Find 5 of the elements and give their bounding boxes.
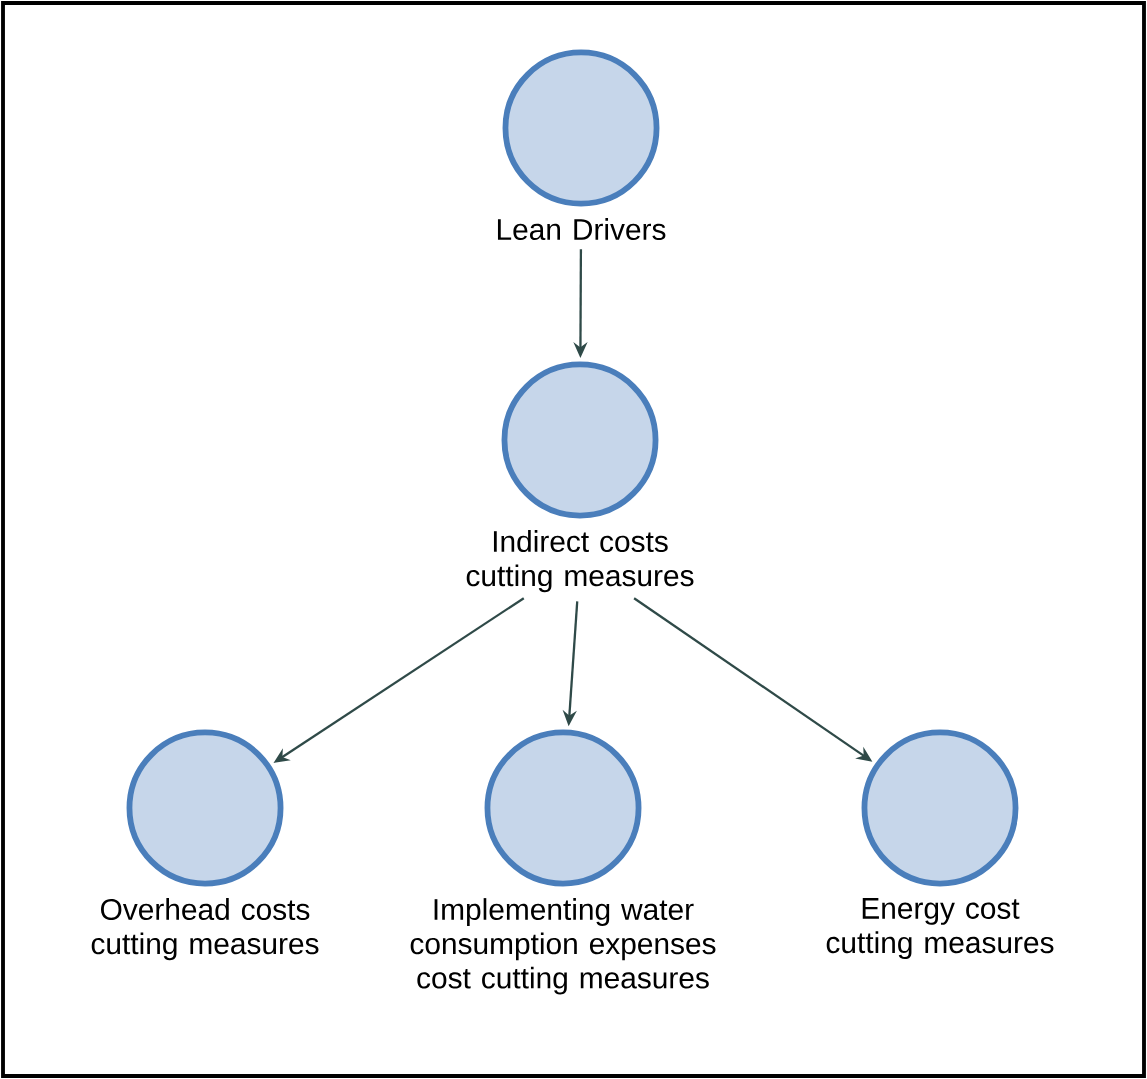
node-label: Overhead costs cutting measures xyxy=(91,898,319,961)
node-label: Energy cost cutting measures xyxy=(826,898,1054,960)
node-label: Lean Drivers xyxy=(497,218,666,241)
node-label: Indirect costs cutting measures xyxy=(466,530,694,593)
node-label: Implementing water consumption expenses cost cutting measures xyxy=(410,898,716,995)
